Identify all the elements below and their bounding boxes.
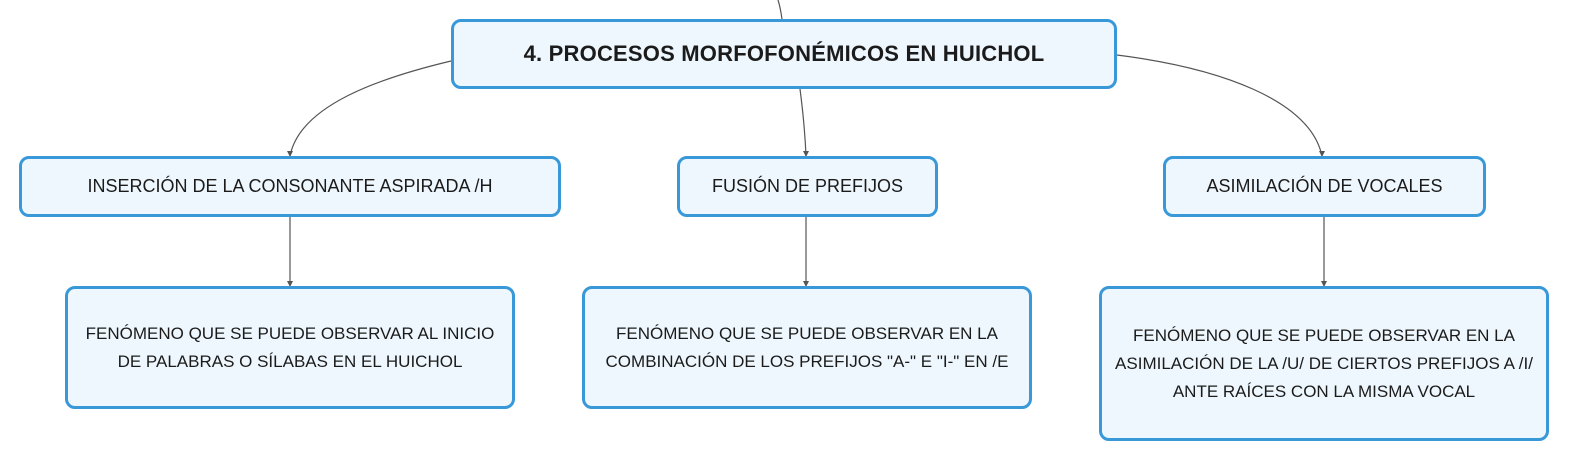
branch-node-label: FUSIÓN DE PREFIJOS [711,176,904,196]
detail-node-insercion[interactable]: FENÓMENO QUE SE PUEDE OBSERVAR AL INICIO… [65,286,515,409]
branch-node-label: INSERCIÓN DE LA CONSONANTE ASPIRADA /H [87,176,493,196]
detail-node-asimilacion[interactable]: FENÓMENO QUE SE PUEDE OBSERVAR EN LA ASI… [1099,286,1549,441]
root-node[interactable]: 4. PROCESOS MORFOFONÉMICOS EN HUICHOL [451,19,1117,89]
incoming-connector [777,0,783,20]
branch-node-fusion[interactable]: FUSIÓN DE PREFIJOS [677,156,938,217]
branch-node-insercion[interactable]: INSERCIÓN DE LA CONSONANTE ASPIRADA /H [19,156,561,217]
connector-root-to-asimilacion [1116,54,1323,157]
branch-node-label: ASIMILACIÓN DE VOCALES [1206,176,1443,196]
connector-root-to-insercion [289,60,452,157]
detail-node-text: FENÓMENO QUE SE PUEDE OBSERVAR AL INICIO… [85,323,495,371]
connector-root-to-fusion [799,88,807,157]
detail-node-text: FENÓMENO QUE SE PUEDE OBSERVAR EN LA ASI… [1115,325,1533,401]
branch-node-asimilacion[interactable]: ASIMILACIÓN DE VOCALES [1163,156,1486,217]
detail-node-text: FENÓMENO QUE SE PUEDE OBSERVAR EN LA COM… [605,323,1009,371]
detail-node-fusion[interactable]: FENÓMENO QUE SE PUEDE OBSERVAR EN LA COM… [582,286,1032,409]
root-node-label: 4. PROCESOS MORFOFONÉMICOS EN HUICHOL [523,41,1045,66]
